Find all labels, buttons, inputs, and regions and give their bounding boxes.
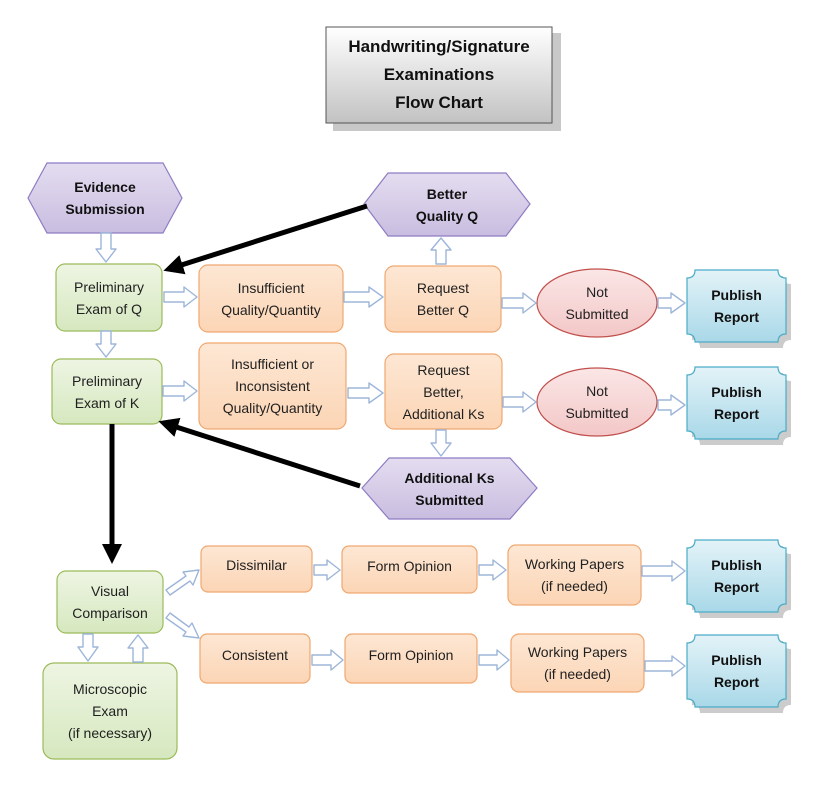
prelim-exam-k-shape [51,358,163,425]
publish-report-2-shape [686,366,791,445]
block-arrow-visual-to-dissimilar [165,569,200,596]
block-arrow-prelim-q-to-prelim-k [95,330,117,358]
form-opinion-1-shape [341,545,478,594]
publish-report-1-label: Publish Report [711,287,762,325]
working-papers-1-label: Working Papers (if needed) [524,556,625,594]
publish-report-3-label: Publish Report [711,557,762,595]
microscopic-exam-label: Microscopic Exam (if necessary) [67,681,153,741]
block-arrow-request-ks-to-additional-ks [430,429,452,457]
additional-ks-submitted-label: Additional Ks Submitted [404,469,495,508]
request-better-additional-ks-label: Request Better, Additional Ks [402,361,485,422]
evidence-submission-shape [27,162,183,234]
block-arrow-not-submitted-1-to-publish [657,292,686,314]
form-opinion-1-label: Form Opinion [367,557,452,574]
block-arrow-working-papers-1-to-publish [641,560,686,582]
working-papers-2-shape [510,633,645,693]
publish-report-4-shape [686,634,791,713]
black-arrow-additional-ks-to-prelim-k [158,417,361,489]
insufficient-inconsistent-shape [198,342,347,430]
publish-report-1-shape [686,269,791,348]
form-opinion-2-shape [344,633,478,684]
visual-comparison-label: Visual Comparison [72,583,148,621]
publish-report-4-label: Publish Report [711,652,762,690]
prelim-exam-k-label: Preliminary Exam of K [71,372,142,411]
additional-ks-submitted-shape [361,457,538,520]
prelim-exam-q-label: Preliminary Exam of Q [73,278,144,317]
black-arrow-better-q-to-prelim-q [163,203,368,275]
not-submitted-1-label: Not Submitted [565,284,629,322]
not-submitted-2-shape [536,367,658,437]
block-arrow-dissimilar-to-form-opinion [313,559,341,581]
block-arrow-working-papers-2-to-publish [644,655,686,677]
evidence-submission-label: Evidence Submission [65,179,145,217]
insufficient-inconsistent-label: Insufficient or Inconsistent Quality/Qua… [222,356,323,416]
consistent-label: Consistent [221,646,289,663]
block-arrow-not-submitted-2-to-publish [657,394,686,416]
working-papers-1-shape [507,544,642,606]
block-arrow-visual-to-microscopic [77,633,99,662]
better-quality-q-shape [363,172,531,237]
block-arrow-consistent-to-form-opinion [311,649,344,671]
insufficient-quality-label: Insufficient Quality/Quantity [221,279,321,318]
block-arrow-request-ks-to-not-submitted-2 [502,391,537,413]
not-submitted-2-label: Not Submitted [565,383,629,421]
request-better-q-label: Request Better Q [416,280,470,318]
better-quality-q-label: Better Quality Q [415,185,479,224]
block-arrow-form-opinion-to-working-papers-1 [478,559,507,581]
block-arrow-visual-to-consistent [165,612,200,639]
block-arrow-insufficient-to-request [343,286,384,308]
block-arrow-microscopic-to-visual [127,634,149,663]
request-better-additional-ks-shape [384,353,503,430]
not-submitted-1-shape [536,268,658,338]
working-papers-2-label: Working Papers (if needed) [527,644,628,682]
microscopic-exam-shape [42,662,178,760]
dissimilar-label: Dissimilar [226,557,287,573]
block-arrow-prelim-q-to-insufficient [163,286,198,308]
consistent-shape [199,633,311,684]
block-arrow-request-to-not-submitted-1 [501,292,537,314]
block-arrow-form-opinion-to-working-papers-2 [478,649,510,671]
publish-report-3-shape [686,539,791,618]
request-better-q-shape [384,265,502,333]
block-arrow-request-to-better-q [430,237,452,265]
block-arrow-insufficient-to-request-ks [347,382,384,404]
block-arrow-prelim-k-to-insufficient [162,380,198,402]
visual-comparison-shape [56,570,164,634]
block-arrow-evidence-to-prelim-q [95,232,117,263]
form-opinion-2-label: Form Opinion [368,646,454,663]
page-title: Handwriting/Signature Examinations Flow … [348,37,530,112]
dissimilar-shape [200,545,313,593]
insufficient-quality-shape [198,264,344,333]
publish-report-2-label: Publish Report [711,384,762,422]
title-box [325,26,561,131]
